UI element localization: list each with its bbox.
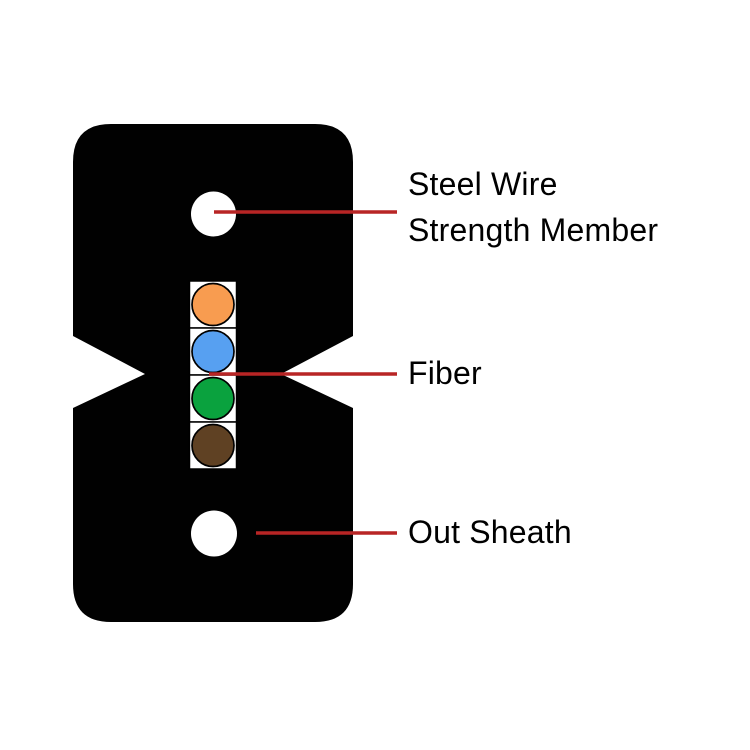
- steel-wire-circle-bottom: [191, 510, 237, 557]
- fiber-blue-circle: [191, 329, 235, 374]
- fiber-orange-circle: [191, 282, 235, 327]
- fiber-green-circle: [191, 376, 235, 421]
- out-sheath-label: Out Sheath: [408, 514, 572, 550]
- fiber-label: Fiber: [408, 355, 482, 391]
- steel-wire-label-line1: Steel Wire: [408, 166, 558, 202]
- fiber-brown-circle: [191, 423, 235, 468]
- fiber-circles: [191, 282, 235, 468]
- leader-lines: [209, 210, 397, 535]
- steel-wire-label-line2: Strength Member: [408, 212, 659, 248]
- steel-wire-label: Steel Wire Strength Member: [408, 161, 658, 253]
- steel-wire-circle-top: [191, 191, 236, 237]
